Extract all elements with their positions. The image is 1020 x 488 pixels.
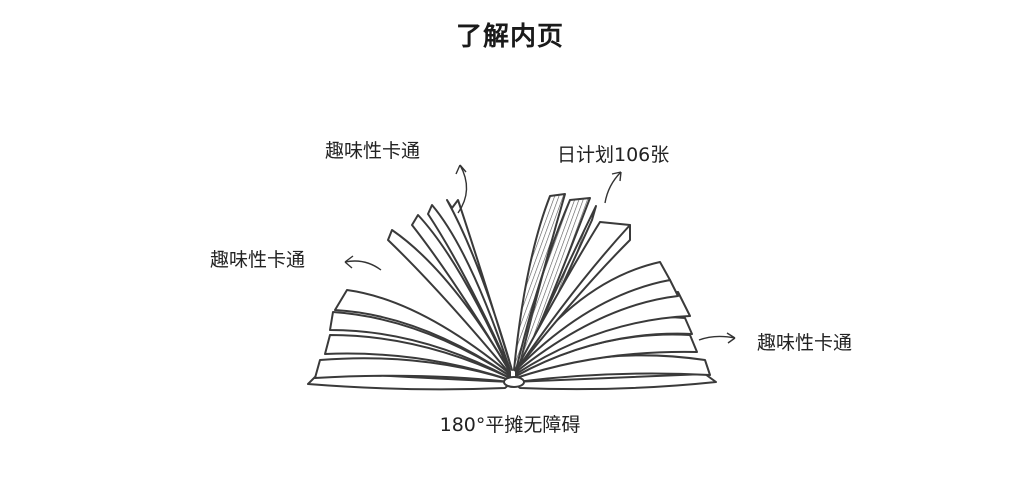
annotation-top-right: 日计划106张: [557, 144, 670, 166]
book-cover: [307, 371, 717, 391]
annotation-top-left: 趣味性卡通: [325, 140, 421, 162]
page-title: 了解内页: [455, 22, 564, 52]
book-spine: [503, 376, 525, 388]
right-pages: [515, 221, 711, 383]
annotation-bottom: 180°平摊无障碍: [439, 414, 581, 436]
arrow-icons: [344, 164, 736, 344]
annotation-right: 趣味性卡通: [757, 332, 853, 354]
left-pages: [314, 199, 513, 383]
annotation-left: 趣味性卡通: [210, 249, 306, 271]
